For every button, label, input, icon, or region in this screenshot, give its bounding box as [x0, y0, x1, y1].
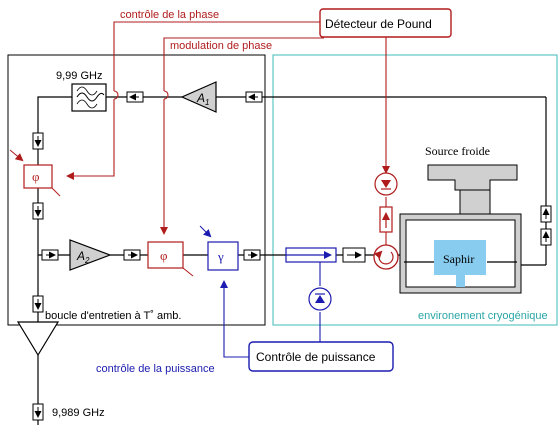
- amplifier-a2-label: A2: [76, 249, 90, 265]
- pound-detector-box: [319, 8, 452, 38]
- sapphire-label: Saphir: [443, 252, 474, 266]
- power-control-box-label: Contrôle de puissance: [256, 350, 376, 364]
- cold-source-label: Source froide: [425, 144, 490, 158]
- circulator-icon: [373, 244, 399, 270]
- isolator-icon: [32, 132, 44, 150]
- pound-detector-label: Détecteur de Pound: [325, 17, 432, 31]
- phase-modulation-label: modulation de phase: [170, 40, 272, 52]
- isolator-icon: [342, 247, 366, 263]
- attenuator-gamma-label: γ: [217, 249, 224, 264]
- phase-shifter-1-label: φ: [32, 169, 40, 184]
- output-frequency-label: 9,989 GHz: [52, 407, 105, 419]
- cold-source: [427, 164, 518, 191]
- amplifier-a2-icon: [69, 239, 112, 271]
- output-amplifier-icon: [16, 321, 60, 357]
- coupler-icon: [285, 247, 337, 263]
- phase-shifter-2-label: φ: [160, 248, 168, 263]
- isolator-icon: [540, 205, 552, 223]
- power-control-box: [248, 341, 394, 372]
- amplifier-a1-icon: [180, 81, 217, 113]
- loop-box: [7, 54, 266, 326]
- isolator-icon: [379, 206, 393, 233]
- phase-shifter-1: [9, 149, 61, 197]
- isolator-icon: [126, 91, 144, 103]
- isolator-icon: [245, 91, 263, 103]
- filter-frequency-label: 9,99 GHz: [56, 70, 102, 82]
- phase-control-wires: [66, 21, 390, 245]
- detector-diode-icon: [308, 287, 332, 311]
- filter-icon: [71, 83, 107, 112]
- cryo-box: [272, 54, 558, 326]
- isolator-icon: [540, 228, 552, 246]
- attenuator-gamma: [199, 225, 239, 271]
- sapphire-resonator: [434, 240, 486, 287]
- isolators: [32, 91, 552, 421]
- power-control-label: contrôle de la puissance: [96, 363, 215, 375]
- isolator-icon: [123, 249, 141, 261]
- detector-diode-icon: [374, 172, 398, 196]
- phase-control-label: contrôle de la phase: [120, 9, 219, 21]
- loop-label: boucle d'entretien à T˚ amb.: [45, 310, 181, 322]
- cryo-label: environement cryogénique: [418, 310, 548, 322]
- isolator-icon: [32, 403, 44, 421]
- phase-shifter-2: [147, 241, 194, 277]
- isolator-icon: [32, 295, 44, 313]
- isolator-icon: [32, 202, 44, 220]
- amplifier-a1-label: A1: [196, 91, 209, 107]
- isolator-icon: [243, 249, 261, 261]
- power-control-wires: [220, 262, 321, 358]
- isolator-icon: [41, 249, 59, 261]
